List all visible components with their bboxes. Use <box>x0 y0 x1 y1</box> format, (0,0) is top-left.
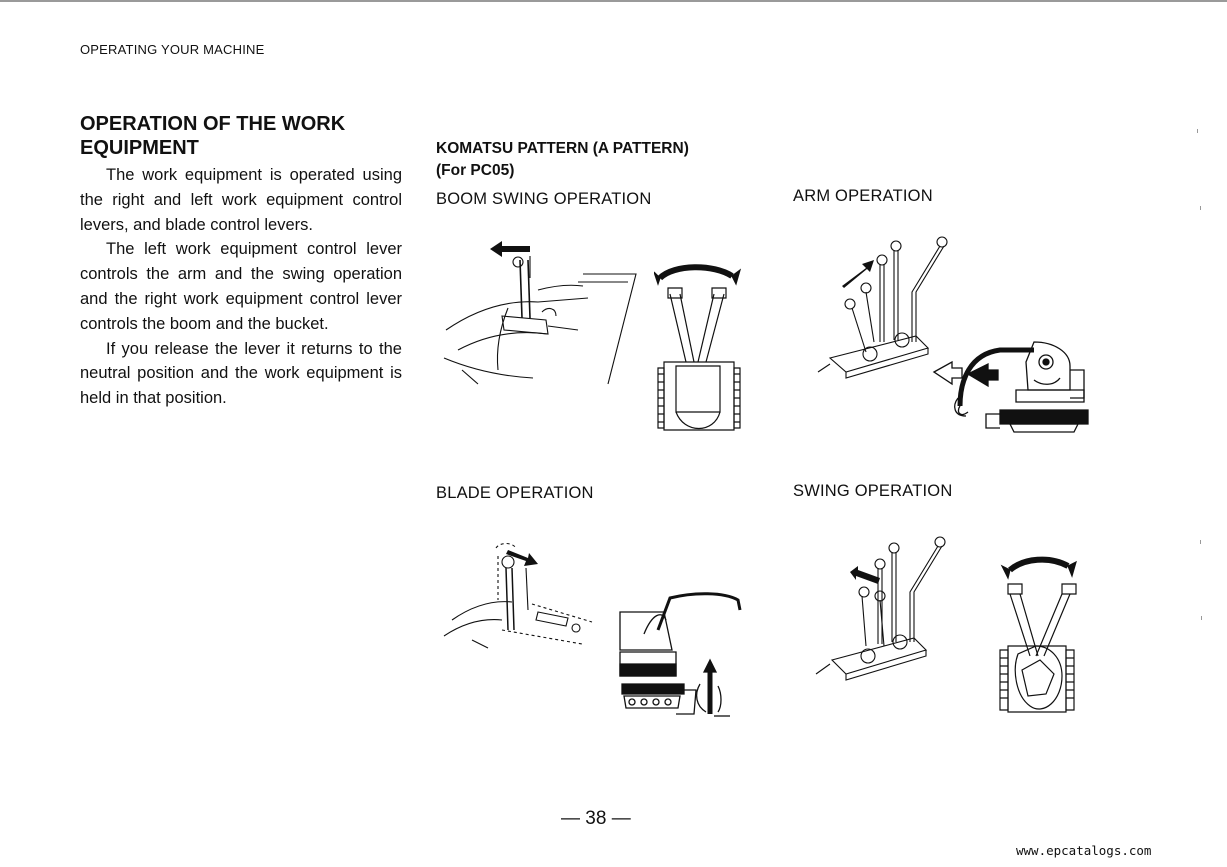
page-number: — 38 — <box>561 808 631 829</box>
paragraph-3: If you release the lever it returns to t… <box>80 339 402 408</box>
pattern-heading: KOMATSU PATTERN (A PATTERN) (For PC05) <box>436 138 689 182</box>
swing-lever-illustration <box>810 534 950 684</box>
arm-direction-arrow-icon <box>840 258 876 288</box>
blade-direction-arrow-icon <box>506 546 540 568</box>
pattern-subtitle: (For PC05) <box>436 162 515 179</box>
blade-lever-illustration <box>442 540 612 650</box>
blade-label: BLADE OPERATION <box>436 484 594 502</box>
arm-label: ARM OPERATION <box>793 187 933 205</box>
scan-mark <box>1197 129 1198 133</box>
arm-machine-sideview <box>930 340 1090 435</box>
section-title: OPERATION OF THE WORK EQUIPMENT <box>80 112 410 160</box>
boom-swing-label: BOOM SWING OPERATION <box>436 190 652 208</box>
scan-mark <box>1200 540 1201 544</box>
section-title-line2: EQUIPMENT <box>80 137 199 159</box>
paragraph-2: The left work equipment control lever co… <box>80 240 402 333</box>
swing-machine-topview <box>996 550 1082 720</box>
boom-swing-machine-topview <box>654 262 744 437</box>
blade-machine-sideview <box>614 590 744 720</box>
arm-lever-illustration <box>816 232 956 382</box>
footer-url: www.epcatalogs.com <box>1016 843 1152 858</box>
swing-label: SWING OPERATION <box>793 482 953 500</box>
boom-swing-direction-arrow-icon <box>488 241 532 257</box>
paragraph-1: The work equipment is operated using the… <box>80 166 402 234</box>
scan-mark <box>1201 616 1202 620</box>
scan-mark <box>1200 206 1201 210</box>
running-header: OPERATING YOUR MACHINE <box>80 42 265 57</box>
boom-swing-lever-illustration <box>438 238 648 388</box>
section-title-line1: OPERATION OF THE WORK <box>80 113 346 135</box>
top-rule <box>0 0 1227 2</box>
body-text: The work equipment is operated using the… <box>80 163 402 411</box>
pattern-title: KOMATSU PATTERN (A PATTERN) <box>436 140 689 157</box>
swing-direction-arrow-icon <box>848 566 882 586</box>
